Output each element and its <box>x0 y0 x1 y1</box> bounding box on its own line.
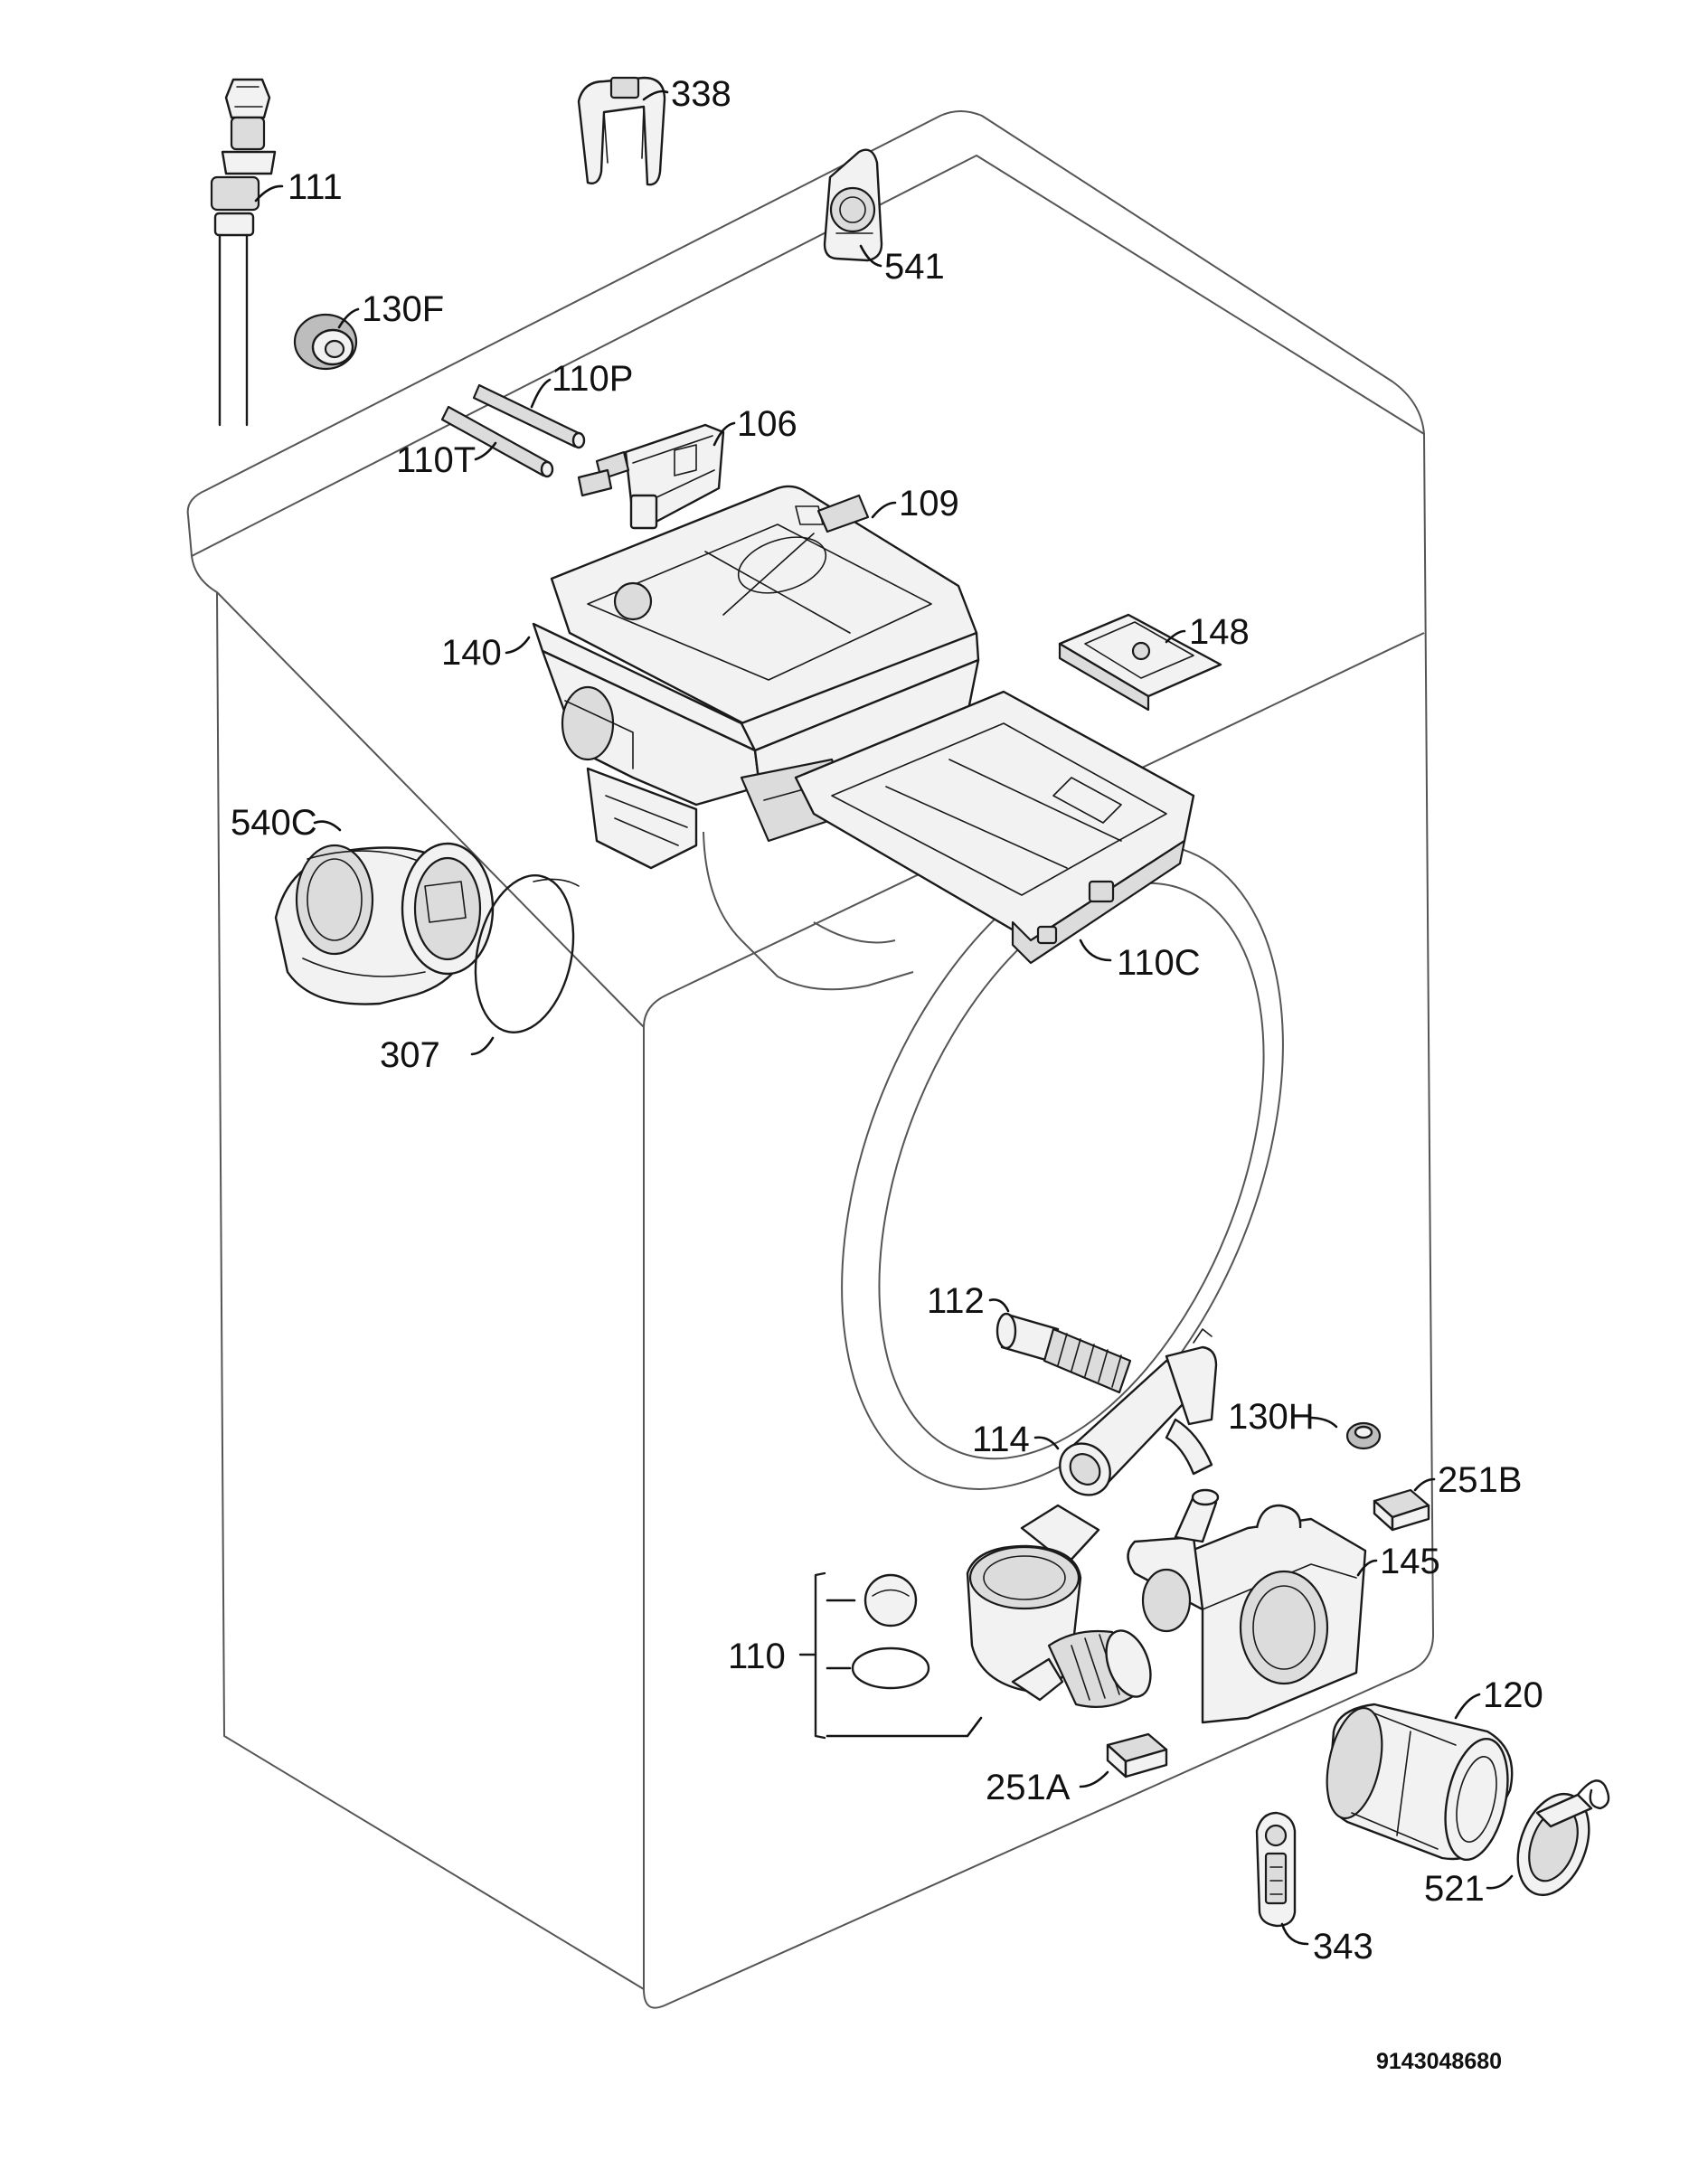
label-130H: 130H <box>1228 1397 1338 1437</box>
cabinet-outline <box>186 110 1434 2009</box>
label-540C: 307 <box>380 1035 495 1075</box>
label-145-text: 145 <box>1380 1542 1440 1581</box>
label-110T-text: 110T <box>396 440 476 480</box>
label-521-text: 521 <box>1424 1869 1485 1909</box>
label-110C-text: 540C <box>231 803 317 843</box>
label-130F-text: 130F <box>362 289 444 329</box>
cap-130H-drawing <box>1345 1421 1382 1450</box>
label-130F: 130F <box>337 289 444 329</box>
valve-106-drawing <box>577 423 725 530</box>
pump-housing-145-drawing <box>1127 1488 1367 1724</box>
hose-112-drawing <box>996 1312 1132 1394</box>
label-109: 109 <box>871 484 959 524</box>
label-120-text: 120 <box>1483 1675 1543 1715</box>
clamp-540C-drawing <box>474 874 580 1033</box>
label-110C: 540C <box>231 803 342 843</box>
part-251B-drawing <box>1373 1488 1430 1532</box>
label-140: 140 <box>441 633 531 673</box>
label-251B: 251B <box>1413 1460 1522 1500</box>
label-110P-text: 110P <box>552 359 633 399</box>
filter-120-drawing <box>1326 1703 1514 1862</box>
label-343-text: 343 <box>1313 1927 1373 1967</box>
label-541-text: 541 <box>884 247 945 287</box>
sump-hose-110-drawing <box>798 1504 1152 1740</box>
label-251A: 251A <box>986 1768 1109 1807</box>
hose-110C-drawing <box>274 842 495 1005</box>
tubes-110P-110T-drawing <box>440 383 586 478</box>
label-110-text: 110 <box>728 1637 786 1676</box>
cap-521-drawing <box>1516 1779 1610 1897</box>
hose-114-drawing <box>1059 1328 1218 1496</box>
inlet-hose-111-drawing <box>210 78 277 427</box>
part-343-drawing <box>1255 1811 1297 1928</box>
label-307: 110C <box>1079 939 1201 983</box>
label-521: 521 <box>1424 1869 1514 1909</box>
label-120: 120 <box>1454 1675 1543 1720</box>
label-112: 112 <box>927 1281 1010 1321</box>
label-114: 114 <box>972 1420 1060 1459</box>
label-338: 338 <box>642 74 731 114</box>
label-343: 343 <box>1280 1922 1373 1967</box>
drawing-number: 9143048680 <box>1376 2049 1502 2074</box>
label-140-text: 140 <box>441 633 502 673</box>
drawer-seat-307-drawing <box>794 690 1195 965</box>
label-110T: 110T <box>396 440 497 480</box>
label-338-text: 338 <box>671 74 731 114</box>
label-251B-text: 251B <box>1438 1460 1522 1500</box>
part-541-drawing <box>823 148 883 262</box>
label-307-text: 110C <box>1117 943 1201 983</box>
label-148: 148 <box>1165 612 1250 652</box>
label-106-text: 106 <box>737 404 797 444</box>
part-251A-drawing <box>1106 1732 1168 1778</box>
label-541: 541 <box>859 244 945 287</box>
label-145: 145 <box>1356 1542 1440 1581</box>
label-109-text: 109 <box>899 484 959 524</box>
label-130H-text: 130H <box>1228 1397 1315 1437</box>
part-148-drawing <box>1058 613 1222 712</box>
label-111: 111 <box>254 167 343 207</box>
label-111-text: 111 <box>288 167 343 207</box>
dispenser-housing-109-140-drawing <box>532 485 980 870</box>
label-251A-text: 251A <box>986 1768 1071 1807</box>
label-112-text: 112 <box>927 1281 985 1321</box>
label-106: 106 <box>712 404 797 447</box>
label-540C-text: 307 <box>380 1035 440 1075</box>
label-110P: 110P <box>530 359 633 409</box>
label-148-text: 148 <box>1189 612 1250 652</box>
cap-130F-drawing <box>293 313 358 371</box>
label-114-text: 114 <box>972 1420 1030 1459</box>
clip-338-drawing <box>577 76 666 186</box>
label-110: 110 <box>728 1637 786 1676</box>
